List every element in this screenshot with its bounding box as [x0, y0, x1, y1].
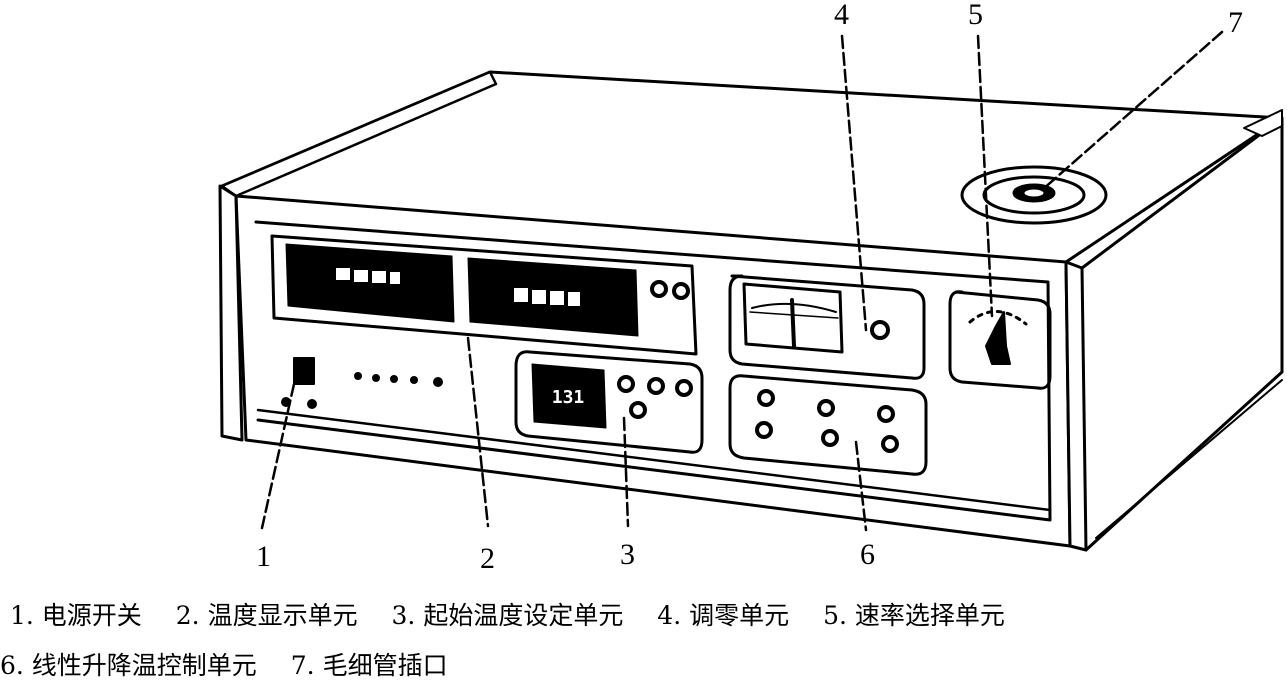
right-side-rim — [1243, 109, 1283, 137]
setpoint-digits: 131 — [552, 387, 585, 408]
analog-meter — [742, 282, 844, 354]
indicator-dots — [354, 372, 443, 387]
leader-6 — [854, 440, 868, 532]
linear-control-unit — [728, 374, 928, 476]
initial-temp-setting-unit — [514, 350, 704, 454]
zero-adjust-unit — [728, 274, 926, 380]
front-face — [234, 194, 1072, 548]
right-bezel — [1064, 260, 1088, 552]
caption-line-1: 1. 电源开关 2. 温度显示单元 3. 起始温度设定单元 4. 调零单元 5.… — [10, 596, 1287, 632]
leader-lines — [260, 30, 1224, 532]
leader-2 — [466, 336, 490, 528]
caption-item: 4. 调零单元 — [657, 601, 790, 630]
callout-5: 5 — [968, 0, 983, 31]
right-side — [1080, 116, 1284, 552]
caption-item: 2. 温度显示单元 — [175, 601, 358, 630]
caption-item: 1. 电源开关 — [10, 601, 142, 630]
callout-7: 7 — [1228, 6, 1243, 39]
leader-1 — [260, 382, 296, 530]
caption-item: 5. 速率选择单元 — [823, 601, 1005, 630]
display-window-left — [285, 243, 455, 323]
left-bezel — [218, 184, 244, 442]
leader-3 — [622, 416, 630, 528]
leader-7 — [1040, 30, 1224, 192]
caption-item: 7. 毛细管插口 — [290, 651, 448, 680]
temperature-display-unit — [270, 234, 698, 356]
zero-knob — [870, 320, 890, 340]
capillary-inlet — [960, 165, 1108, 225]
rate-knob — [985, 311, 1011, 365]
power-switch — [293, 357, 315, 385]
display-knob — [672, 282, 690, 300]
rate-selector-unit — [948, 290, 1052, 390]
front-panel-inner — [254, 220, 1052, 522]
leader-5 — [976, 34, 994, 318]
display-knob — [650, 280, 668, 298]
callout-2: 2 — [480, 542, 495, 575]
callout-1: 1 — [256, 540, 271, 573]
callout-3: 3 — [620, 538, 635, 571]
top-left-rim — [220, 70, 498, 198]
caption-item: 6. 线性升降温控制单元 — [0, 651, 257, 680]
callout-4: 4 — [834, 0, 849, 31]
caption-item: 3. 起始温度设定单元 — [391, 601, 624, 630]
right-side-lower-edge — [1095, 379, 1283, 539]
callout-6: 6 — [860, 538, 875, 571]
setpoint-display — [531, 363, 607, 429]
top-surface — [220, 70, 1284, 264]
front-bottom-lip — [256, 408, 1052, 512]
leader-4 — [840, 34, 868, 332]
caption-line-2: 6. 线性升降温控制单元 7. 毛细管插口 — [0, 646, 1287, 682]
